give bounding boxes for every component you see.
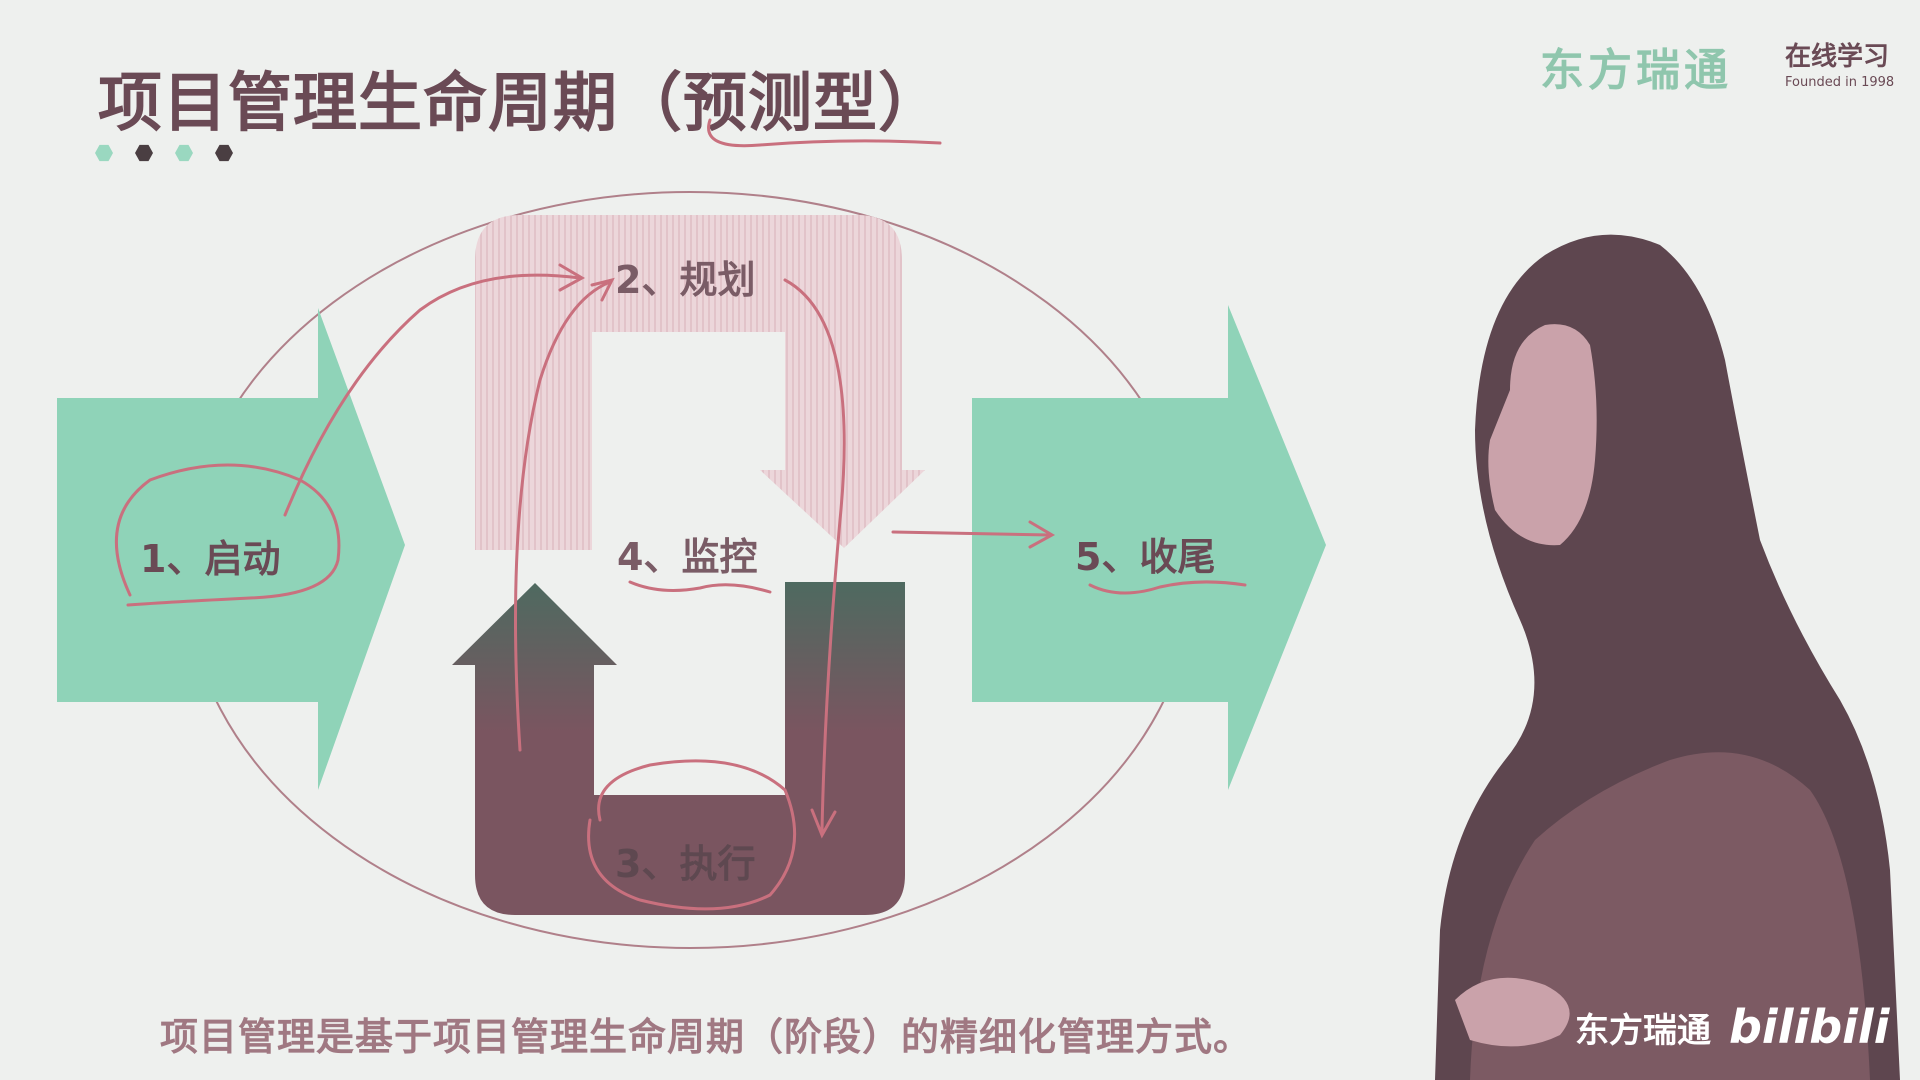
start-arrow xyxy=(57,308,405,790)
hexagon-icon xyxy=(95,144,113,162)
decorative-dots xyxy=(95,144,233,162)
loop-to-plan-arrow xyxy=(514,280,612,752)
exec-arrow xyxy=(452,582,905,915)
step-label-close: 5、收尾 xyxy=(1075,535,1215,579)
plan-arrow xyxy=(475,215,925,550)
arrowhead-icon xyxy=(810,808,837,839)
close-arrow xyxy=(972,305,1326,790)
arrowhead-icon xyxy=(1028,520,1056,549)
hexagon-icon xyxy=(175,144,193,162)
plan-to-execute-arrow xyxy=(783,278,846,832)
close-underline xyxy=(1088,580,1247,595)
watermark-site: bilibili xyxy=(1729,1000,1890,1054)
arrowhead-icon xyxy=(558,263,586,292)
step-label-start: 1、启动 xyxy=(140,537,280,581)
to-close-arrow xyxy=(891,530,1052,537)
brand-mark-en: Founded in 1998 xyxy=(1785,75,1895,90)
brand-mark: 在线学习 Founded in 1998 xyxy=(1785,36,1894,90)
arrowhead-icon xyxy=(590,277,615,302)
start-to-plan-arrow xyxy=(283,273,582,517)
video-watermark: 东方瑞通 bilibili xyxy=(1575,1000,1889,1054)
page-title: 项目管理生命周期（预测型） xyxy=(98,67,943,141)
hexagon-icon xyxy=(215,144,233,162)
annotations xyxy=(114,118,1247,911)
step-label-execute: 3、执行 xyxy=(615,842,755,886)
hexagon-icon xyxy=(135,144,153,162)
step-label-plan: 2、规划 xyxy=(615,258,755,302)
monitor-underline xyxy=(628,580,772,594)
brand-mark-cn: 在线学习 xyxy=(1785,42,1890,72)
execute-circle xyxy=(587,759,797,911)
presenter-figure xyxy=(1435,234,1900,1080)
step-label-monitor: 4、监控 xyxy=(617,535,757,579)
brand-logo-text: 东方瑞通 xyxy=(1540,45,1732,96)
start-circle xyxy=(114,463,341,607)
watermark-brand: 东方瑞通 xyxy=(1575,1010,1711,1051)
slide-subtitle: 项目管理是基于项目管理生命周期（阶段）的精细化管理方式。 xyxy=(160,1015,1253,1059)
title-underline xyxy=(707,118,942,148)
